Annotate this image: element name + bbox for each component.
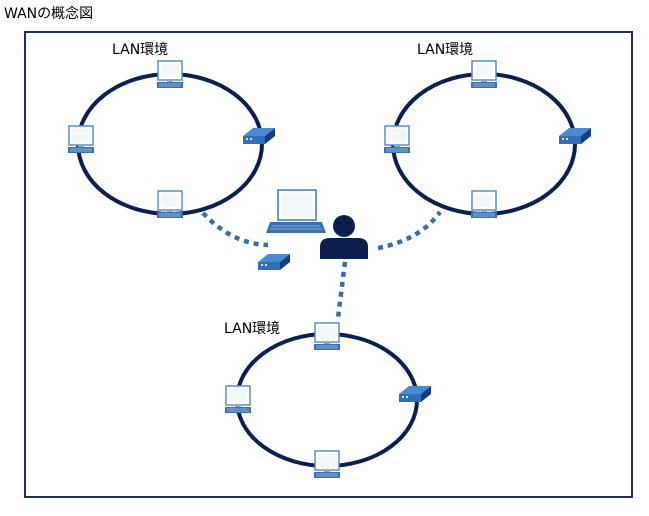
wan-link-bottom (335, 261, 348, 319)
pc-icon (156, 60, 184, 89)
pc-icon (224, 385, 252, 414)
lan-label: LAN環境 (112, 42, 168, 58)
lan-group-top-right: LAN環境 (383, 42, 591, 219)
pc-icon (383, 125, 411, 154)
lan-label: LAN環境 (224, 321, 280, 337)
pc-icon (67, 125, 95, 154)
pc-icon (313, 450, 341, 479)
switch-icon (399, 386, 431, 402)
page-title: WANの概念図 (4, 6, 94, 22)
diagram-frame (24, 31, 633, 498)
lan-group-top-left: LAN環境 (67, 42, 275, 219)
pc-icon (313, 322, 341, 351)
lan-label: LAN環境 (417, 42, 473, 58)
pc-icon (156, 190, 184, 219)
switch-icon (258, 254, 290, 270)
pc-icon (470, 190, 498, 219)
laptop-icon (266, 189, 326, 233)
user-icon (320, 215, 368, 259)
switch-icon (243, 128, 275, 144)
wan-link-right (377, 210, 442, 251)
switch-icon (559, 128, 591, 144)
wan-link-left (201, 211, 269, 248)
pc-icon (470, 60, 498, 89)
lan-group-bottom: LAN環境 (224, 321, 431, 479)
